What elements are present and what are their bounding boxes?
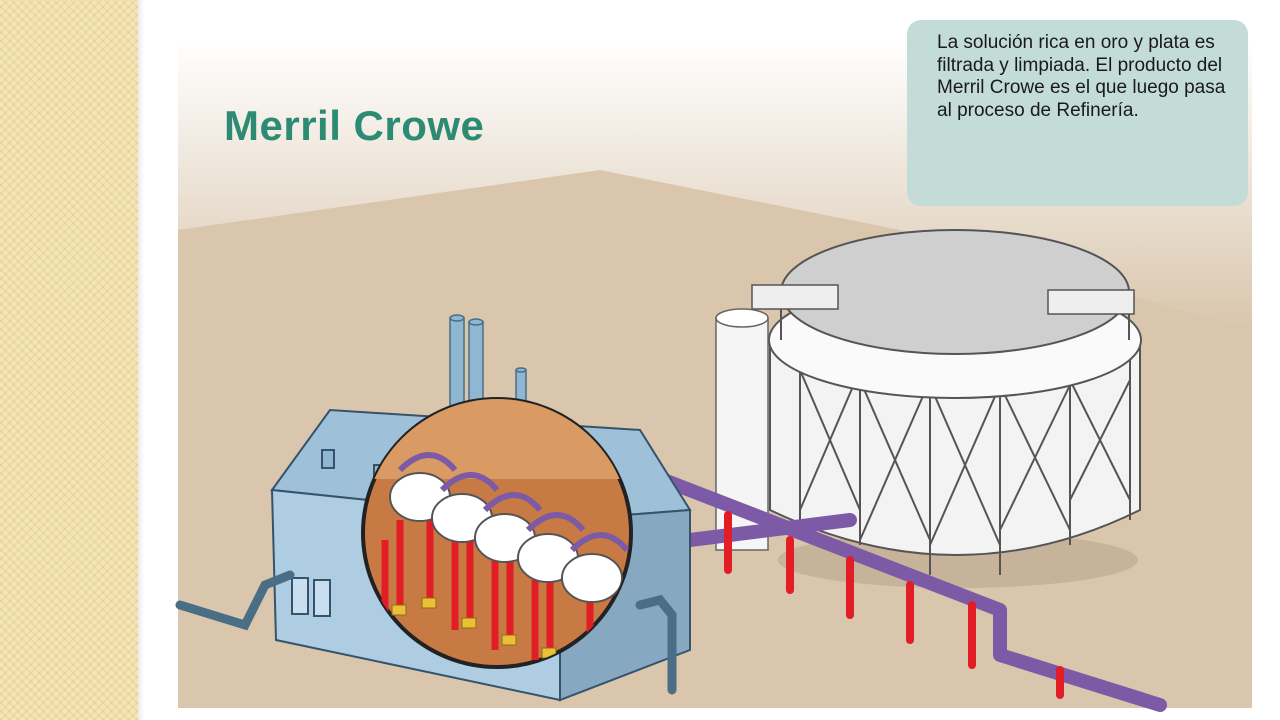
- description-callout: La solución rica en oro y plata es filtr…: [907, 20, 1248, 206]
- side-strip-shadow: [138, 0, 144, 720]
- red-pipes: [724, 511, 1064, 699]
- decorative-side-strip: [0, 0, 138, 720]
- purple-pipe: [618, 458, 1167, 712]
- thickener-tank: [751, 229, 1142, 588]
- callout-text: La solución rica en oro y plata es filtr…: [937, 32, 1226, 121]
- filter-press-inset: [361, 397, 633, 669]
- drain-pipe: [175, 570, 677, 695]
- page-title: Merril Crowe: [224, 102, 485, 149]
